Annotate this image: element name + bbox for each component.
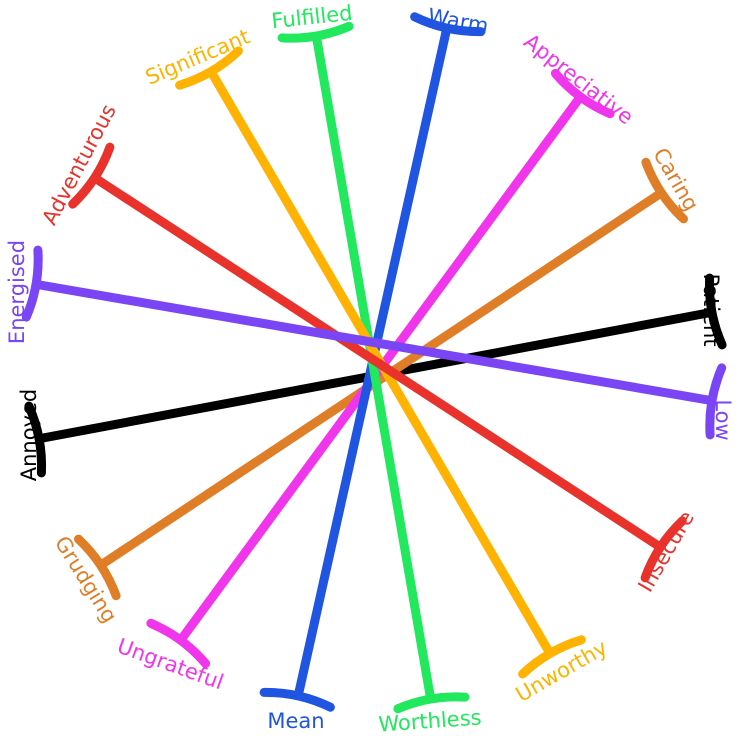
- spoke-cap: [641, 157, 688, 224]
- spoke-cap: [21, 245, 43, 322]
- spoke-energised-low: [21, 245, 727, 440]
- label-mean: Mean: [267, 709, 324, 733]
- label-insecure: Insecure: [633, 507, 698, 596]
- spoke-caring-grudging: [74, 157, 688, 601]
- label-low: Low: [711, 399, 735, 440]
- spoke-cap: [393, 692, 470, 714]
- spoke-cap: [259, 687, 335, 712]
- spoke-cap: [518, 635, 586, 679]
- spoke-cap: [146, 618, 211, 669]
- label-energised: Energised: [5, 240, 29, 344]
- label-appreciative: Appreciative: [519, 29, 638, 129]
- spoke-line: [93, 175, 662, 550]
- spoke-cap: [175, 46, 243, 90]
- spoke-cap: [705, 363, 727, 440]
- spoke-line: [312, 35, 435, 700]
- spoke-cap: [24, 401, 47, 478]
- label-worthless: Worthless: [378, 705, 483, 736]
- spoke-cap: [640, 516, 687, 583]
- spoke-adventurous-insecure: [68, 142, 687, 583]
- spoke-cap: [410, 12, 486, 37]
- spokes: [21, 12, 727, 714]
- spoke-line: [99, 190, 663, 568]
- label-annoyed: Annoyed: [17, 389, 41, 482]
- label-adventurous: Adventurous: [37, 100, 121, 229]
- spoke-cap: [68, 142, 115, 209]
- spoke-line: [35, 280, 713, 405]
- spoke-cap: [74, 534, 121, 601]
- spoke-cap: [550, 68, 615, 119]
- spoke-cap: [704, 273, 727, 350]
- label-patient: Patient: [699, 273, 723, 346]
- label-warm: Warm: [426, 4, 490, 38]
- spoke-cap: [277, 21, 354, 43]
- spoke-fulfilled-worthless: [277, 21, 470, 714]
